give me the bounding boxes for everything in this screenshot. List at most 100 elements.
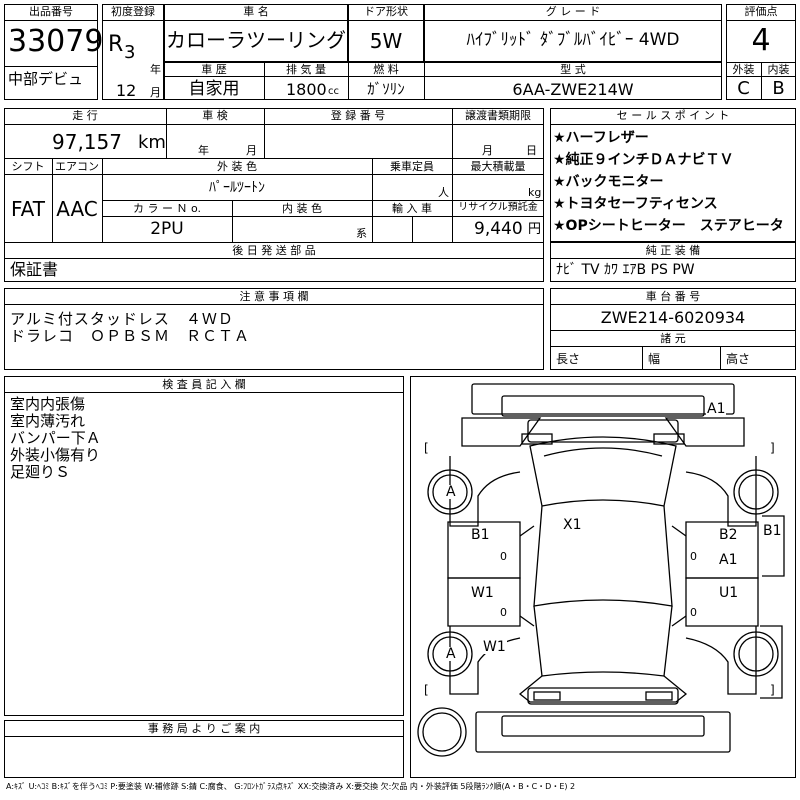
displacement-label: 排 気 量	[286, 63, 326, 76]
inspector-lines: 室内内張傷 室内薄汚れ バンパー下Ａ 外装小傷有り 足廻りＳ	[10, 396, 101, 481]
bracket-mark: ]	[770, 441, 775, 455]
zero-mark: 0	[500, 606, 507, 619]
transfer-day-unit: 日	[526, 144, 537, 157]
options	[550, 242, 796, 282]
shift-label: シフト	[11, 160, 45, 173]
score: 4	[751, 23, 771, 58]
mileage-label: 走 行	[72, 109, 98, 122]
color-number: 2PU	[150, 219, 184, 239]
transfer-month-unit: 月	[482, 144, 493, 157]
legend: A:ｷｽﾞ U:ﾍｺﾐ B:ｷｽﾞを伴うﾍｺﾐ P:要塗装 W:補修跡 S:錆 …	[6, 782, 576, 791]
sales-point: ★純正９インチＤＡナビＴＶ	[553, 152, 734, 168]
grade-cell	[424, 4, 722, 62]
exterior-label: 外装	[732, 63, 755, 76]
recycle-fee: 9,440	[474, 219, 523, 239]
car-name-cell	[164, 4, 348, 62]
venue: 中部デビュ	[8, 70, 84, 88]
interior-label: 内装	[767, 63, 790, 76]
model-code: 6AA-ZWE214W	[512, 80, 634, 99]
model-label: 型 式	[560, 63, 586, 76]
zero-mark: 0	[690, 606, 697, 619]
door-cell	[348, 4, 424, 62]
bracket-mark: ]	[770, 683, 775, 697]
grade-label: グ レ ー ド	[545, 5, 601, 18]
car-name-label: 車 名	[243, 5, 269, 18]
history-label: 車 歴	[201, 63, 227, 76]
lot-label: 出品番号	[29, 5, 73, 18]
inspector-line: 足廻りＳ	[10, 463, 71, 481]
office-label: 事 務 局 よ り ご 案 内	[147, 722, 261, 735]
recycle-label: リサイクル預託金	[458, 202, 538, 213]
damage-mark: A	[445, 646, 457, 662]
exterior-grade: C	[737, 78, 750, 99]
shift: FAT	[10, 197, 45, 221]
damage-mark: B1	[470, 527, 491, 543]
year-unit: 年	[150, 63, 161, 76]
interior-color-label: 内 装 色	[282, 202, 322, 215]
damage-mark: X1	[562, 517, 583, 533]
options-text: ﾅﾋﾞ TV ｶﾜ ｴｱB PS PW	[556, 262, 695, 278]
docs: 保証書	[10, 260, 59, 279]
sales-point: ★トヨタセーフティセンス	[553, 196, 718, 212]
interior-grade: B	[772, 78, 785, 99]
vehicle-details	[4, 108, 544, 282]
zero-mark: 0	[500, 550, 507, 563]
capacity-unit: 人	[438, 186, 449, 199]
displacement-unit: cc	[328, 86, 339, 97]
damage-mark: B2	[718, 527, 739, 543]
month-unit: 月	[150, 86, 161, 99]
car-outline	[417, 383, 785, 757]
history: 自家用	[188, 79, 240, 99]
chassis-label: 車 台 番 号	[645, 290, 701, 303]
transfer-label: 譲渡書類期限	[465, 109, 531, 122]
height-label: 高さ	[726, 352, 751, 366]
chassis	[550, 288, 796, 370]
ac-label: エアコン	[55, 160, 99, 173]
interior-color-unit: 系	[356, 227, 367, 240]
year-number: 3	[124, 42, 136, 63]
damage-mark: A1	[706, 401, 727, 417]
inspector-line: 外装小傷有り	[10, 446, 101, 464]
mileage: 97,157	[52, 130, 122, 154]
sales-points-label: セ ー ル ス ポ イ ン ト	[616, 109, 730, 122]
sales-point: ★ハーフレザー	[553, 130, 649, 146]
zero-mark: 0	[690, 550, 697, 563]
score-label: 評価点	[744, 5, 778, 18]
mileage-unit: km	[138, 132, 166, 153]
load-unit: kg	[528, 186, 542, 199]
capacity-label: 乗車定員	[390, 160, 434, 173]
docs-label: 後 日 発 送 部 品	[232, 244, 316, 257]
notes-label: 注 意 事 項 欄	[239, 290, 309, 303]
load-label: 最大積載量	[470, 160, 526, 173]
import-label: 輸 入 車	[392, 202, 432, 215]
shaken-year-unit: 年	[198, 144, 209, 157]
damage-mark: W1	[482, 639, 507, 655]
chassis-number: ZWE214-6020934	[600, 308, 746, 327]
inspector-line: 室内薄汚れ	[10, 412, 86, 430]
damage-mark: A1	[718, 552, 739, 568]
month-number: 12	[116, 81, 137, 100]
inspector-line: 室内内張傷	[10, 395, 86, 413]
damage-mark: A	[445, 484, 457, 500]
notes-lines: アルミ付スタッドレス ４ＷＤ ドラレコ ＯＰＢＳＭ ＲＣＴＡ	[10, 311, 250, 345]
color-no-label: カ ラ ー Ｎ o.	[132, 202, 202, 215]
office	[4, 720, 404, 778]
length-label: 長さ	[556, 352, 581, 366]
fuel-label: 燃 料	[373, 63, 399, 76]
car-name: カローラツーリング	[166, 28, 346, 52]
displacement: 1800	[286, 80, 327, 99]
door-label: ドア形状	[364, 5, 408, 18]
damage-mark: U1	[718, 585, 740, 601]
door-type: 5W	[369, 29, 403, 53]
note-line: アルミ付スタッドレス ４ＷＤ	[10, 310, 234, 328]
bracket-mark: [	[424, 441, 429, 455]
inspector	[4, 376, 404, 716]
note-line: ドラレコ ＯＰＢＳＭ ＲＣＴＡ	[10, 327, 251, 345]
inspector-label: 検 査 員 記 入 欄	[162, 378, 246, 391]
exterior-color: ﾊﾟｰﾙﾂｰﾄﾝ	[209, 180, 265, 196]
damage-mark: B1	[762, 523, 783, 539]
sales-point: ★バックモニター	[553, 174, 664, 190]
notes	[4, 288, 544, 370]
lot-number: 33079	[8, 24, 104, 59]
shaken-label: 車 検	[202, 109, 228, 122]
